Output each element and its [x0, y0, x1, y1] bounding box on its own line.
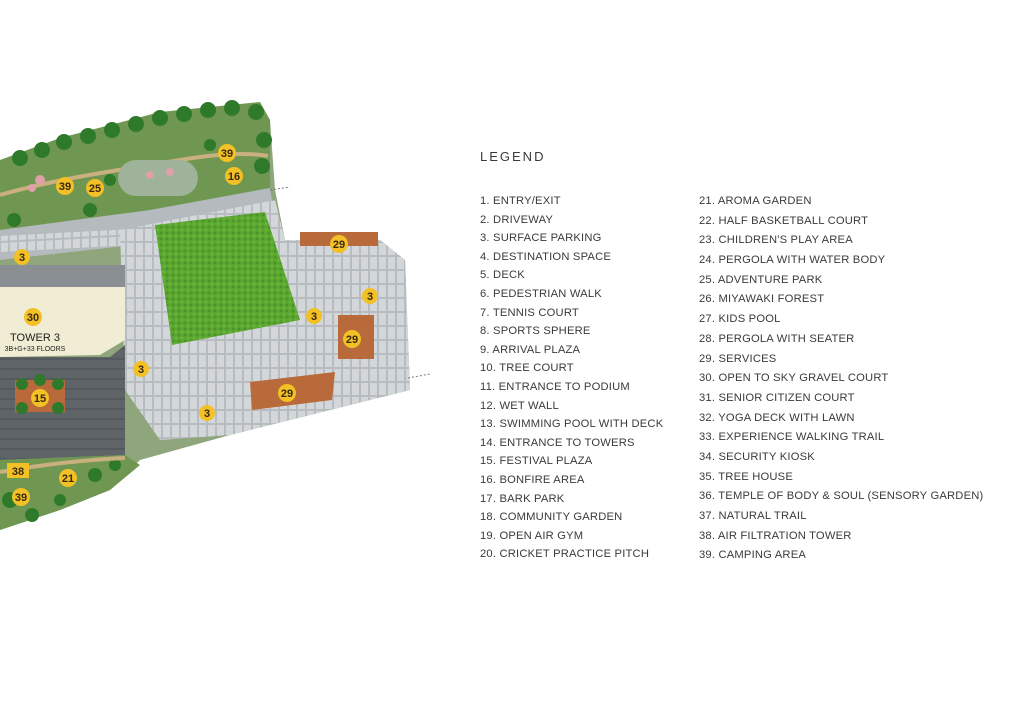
- legend-item: 28. PERGOLA WITH SEATER: [699, 332, 855, 345]
- legend-item: 6. PEDESTRIAN WALK: [480, 287, 602, 300]
- legend-item: 32. YOGA DECK WITH LAWN: [699, 411, 855, 424]
- legend-item: 13. SWIMMING POOL WITH DECK: [480, 418, 664, 431]
- svg-text:15: 15: [34, 393, 46, 405]
- svg-text:39: 39: [221, 148, 233, 160]
- legend-item: 12. WET WALL: [480, 399, 559, 412]
- legend-item: 24. PERGOLA WITH WATER BODY: [699, 254, 886, 267]
- legend-item: 15. FESTIVAL PLAZA: [480, 455, 593, 468]
- plaza-trees: [16, 374, 64, 414]
- svg-text:3: 3: [204, 408, 210, 420]
- legend-item: 16. BONFIRE AREA: [480, 473, 585, 486]
- map-marker: 15: [31, 389, 49, 407]
- legend-item: 1. ENTRY/EXIT: [480, 195, 561, 207]
- legend-item: 23. CHILDREN'S PLAY AREA: [699, 234, 853, 247]
- legend-title: LEGEND: [480, 149, 546, 164]
- svg-text:29: 29: [346, 334, 358, 346]
- map-marker: 21: [59, 469, 77, 487]
- legend-item: 7. TENNIS COURT: [480, 306, 579, 319]
- legend-item: 36. TEMPLE OF BODY & SOUL (SENSORY GARDE…: [699, 490, 984, 503]
- legend-item: 8. SPORTS SPHERE: [480, 325, 591, 338]
- map-marker: 29: [330, 235, 348, 253]
- marker-38-box: [7, 463, 29, 478]
- legend-column-2: 21. AROMA GARDEN 22. HALF BASKETBALL COU…: [699, 192, 999, 566]
- tower-3-roof-band: [0, 265, 125, 287]
- svg-text:25: 25: [89, 183, 101, 195]
- map-marker: 3: [199, 405, 215, 421]
- tower-floors: 3B+G+33 FLOORS: [5, 346, 66, 353]
- north-parking-row: [0, 228, 140, 252]
- flower-beds: [28, 168, 174, 192]
- legend-item: 33. EXPERIENCE WALKING TRAIL: [699, 431, 885, 444]
- map-marker: 3: [306, 308, 322, 324]
- legend-item: 10. TREE COURT: [480, 362, 574, 375]
- legend-item: 5. DECK: [480, 269, 525, 282]
- legend-item: 2. DRIVEWAY: [480, 213, 554, 226]
- map-marker: 3: [133, 361, 149, 377]
- svg-text:29: 29: [281, 388, 293, 400]
- map-marker: 39: [56, 177, 74, 195]
- svg-text:3: 3: [138, 364, 144, 376]
- legend-item: 25. ADVENTURE PARK: [699, 273, 823, 286]
- svg-text:16: 16: [228, 171, 240, 183]
- legend-item: 37. NATURAL TRAIL: [699, 510, 807, 522]
- legend-item: 35. TREE HOUSE: [699, 470, 793, 483]
- tower-3-block: [0, 265, 125, 357]
- legend-item: 20. CRICKET PRACTICE PITCH: [480, 548, 650, 561]
- legend-item: 11. ENTRANCE TO PODIUM: [480, 380, 630, 393]
- legend-item: 39. CAMPING AREA: [699, 549, 807, 562]
- entry-line-east: [407, 373, 430, 379]
- legend-item: 4. DESTINATION SPACE: [480, 250, 612, 263]
- svg-text:3: 3: [311, 311, 317, 323]
- legend-item: 29. SERVICES: [699, 352, 777, 365]
- map-marker: 3: [362, 288, 378, 304]
- legend-item: 30. OPEN TO SKY GRAVEL COURT: [699, 372, 889, 385]
- legend-item: 31. SENIOR CITIZEN COURT: [699, 391, 855, 404]
- legend-item: 22. HALF BASKETBALL COURT: [699, 214, 869, 227]
- svg-text:29: 29: [333, 239, 345, 251]
- map-marker: 29: [278, 384, 296, 402]
- svg-text:3: 3: [19, 252, 25, 264]
- map-marker: 39: [218, 144, 236, 162]
- legend-item: 38. AIR FILTRATION TOWER: [699, 529, 852, 542]
- svg-text:21: 21: [62, 473, 74, 485]
- legend-item: 17. BARK PARK: [480, 492, 565, 505]
- north-tree-canopy: [7, 100, 272, 227]
- svg-text:30: 30: [27, 312, 39, 324]
- legend-item: 19. OPEN AIR GYM: [480, 529, 584, 542]
- svg-text:39: 39: [15, 492, 27, 504]
- map-marker: 25: [86, 179, 104, 197]
- legend-item: 9. ARRIVAL PLAZA: [480, 343, 581, 356]
- kids-pool-area: [118, 160, 198, 196]
- tower-name: TOWER 3: [10, 332, 60, 344]
- entry-line-north: [269, 186, 291, 191]
- map-marker: 30: [24, 308, 42, 326]
- map-marker: 3: [14, 249, 30, 265]
- legend-item: 34. SECURITY KIOSK: [699, 450, 815, 463]
- legend-column-1: 1. ENTRY/EXIT 2. DRIVEWAY 3. SURFACE PAR…: [480, 192, 690, 564]
- south-trees: [2, 459, 121, 522]
- svg-text:3: 3: [367, 291, 373, 303]
- map-marker: 39: [12, 488, 30, 506]
- svg-text:39: 39: [59, 181, 71, 193]
- legend-item: 26. MIYAWAKI FOREST: [699, 293, 825, 306]
- map-marker-38: 38: [12, 466, 24, 478]
- central-lawn: [155, 212, 300, 345]
- master-plan-map: 39 39 25 16 3 3 3 3 3 29 29 29 30 15 38 …: [0, 100, 430, 530]
- map-marker: 29: [343, 330, 361, 348]
- legend-item: 3. SURFACE PARKING: [480, 232, 602, 245]
- legend-item: 14. ENTRANCE TO TOWERS: [480, 436, 635, 449]
- legend-item: 27. KIDS POOL: [699, 313, 781, 326]
- legend-item: 18. COMMUNITY GARDEN: [480, 511, 623, 524]
- map-marker: 16: [225, 167, 243, 185]
- legend-item: 21. AROMA GARDEN: [699, 195, 812, 207]
